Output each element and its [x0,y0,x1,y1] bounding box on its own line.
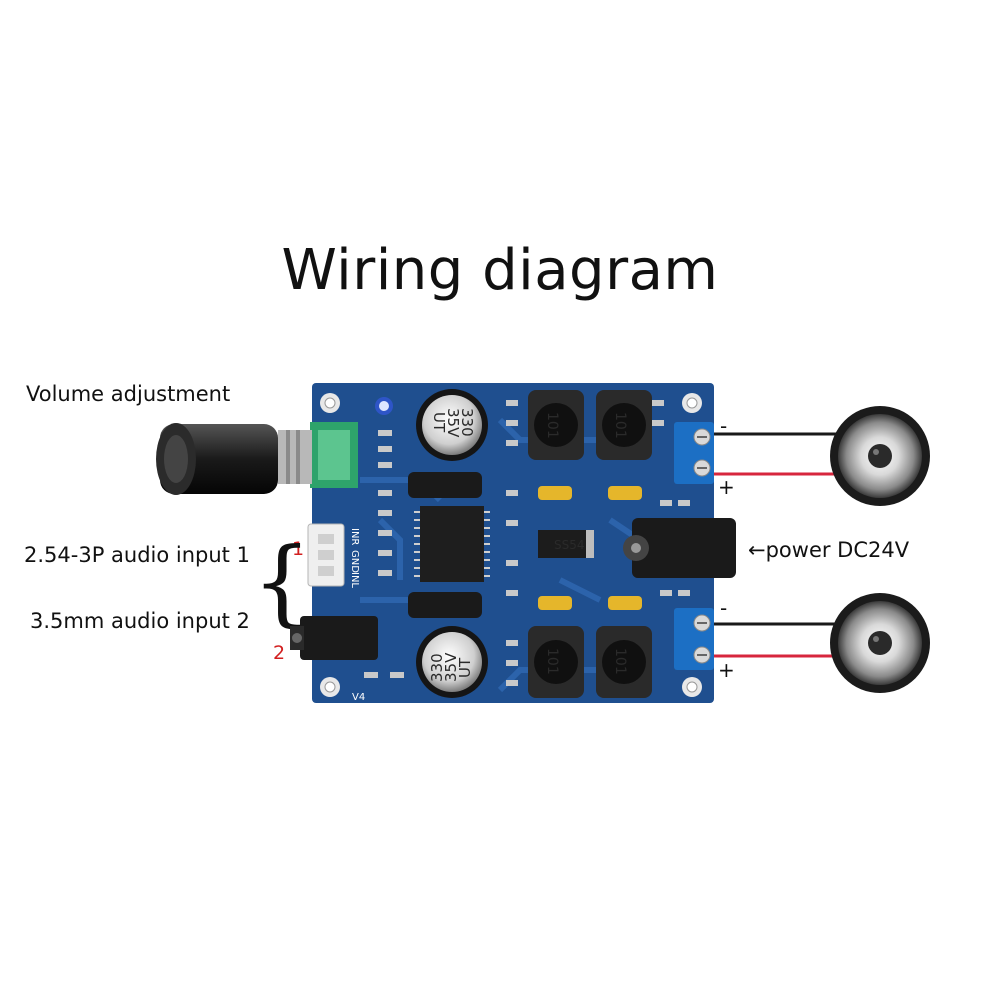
volume-adjustment-label: Volume adjustment [26,382,231,406]
inductor-top-left-marking: 101 [544,412,560,439]
speaker-wires [705,432,852,658]
capacitor-bottom: 330 35V UT [416,626,488,698]
inductor-top-right: 101 [596,390,652,460]
audio-input-1-connector: INR GND INL [307,523,360,588]
speaker-bottom [830,593,930,693]
diagram-title: Wiring diagram [281,238,719,303]
capacitor-top: 330 35V UT [416,389,488,461]
inductor-bottom-right: 101 [596,626,652,698]
top-terminal-minus: - [720,414,728,438]
capacitor-bottom-marking-3: UT [456,657,474,678]
terminal-block-bottom [674,608,714,670]
audio-input-1-label: 2.54-3P audio input 1 [24,543,250,567]
amplifier-ic [414,506,490,582]
input-1-number: 1 [292,538,305,560]
bottom-terminal-minus: - [720,596,728,620]
capacitor-bottom-marking-1: 330 [428,653,446,682]
bottom-terminal-plus: + [718,658,735,682]
power-label: ←power DC24V [748,538,910,562]
diode-ss54: SS54 [538,530,594,558]
connector-pin-inr: INR [349,528,360,545]
speaker-top [830,406,930,506]
board-version-marking: V4 [352,692,365,703]
connector-pin-inl: INL [349,572,360,588]
connector-pin-gnd: GND [349,550,360,573]
diode-marking: SS54 [554,538,585,552]
inductor-bottom-right-marking: 101 [612,648,628,675]
blue-led [375,397,393,415]
capacitor-bottom-marking-2: 35V [442,652,460,682]
volume-knob [156,422,358,495]
inductor-bottom-left-marking: 101 [544,648,560,675]
capacitor-top-marking-1: 330 [458,408,476,437]
input-2-number: 2 [273,642,286,664]
yellow-capacitors [538,486,642,610]
audio-input-2-jack [290,616,378,660]
capacitor-top-marking-2: 35V [444,408,462,438]
smd-components [364,400,690,686]
top-terminal-plus: + [718,475,735,499]
inductor-top-left: 101 [528,390,584,460]
film-capacitors [408,472,482,618]
inductor-bottom-left: 101 [528,626,584,698]
audio-input-2-label: 3.5mm audio input 2 [30,609,250,633]
inductor-top-right-marking: 101 [612,412,628,439]
terminal-block-top [674,422,714,484]
capacitor-top-marking-3: UT [430,412,448,433]
dc-power-jack [623,518,736,578]
input-brace: { [252,528,312,637]
